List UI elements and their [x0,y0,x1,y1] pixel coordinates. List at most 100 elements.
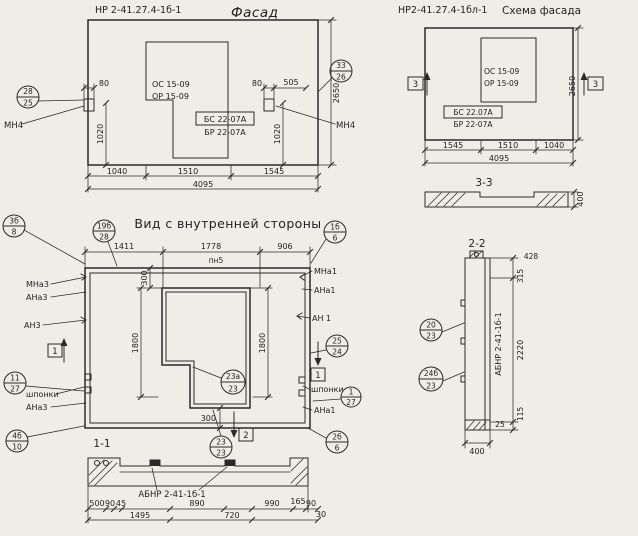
callout-bottom: 27 [10,385,20,394]
dim-165: 165 [290,497,305,506]
hatching [466,250,487,431]
dim-1020-right: 1020 [273,124,282,144]
dim-505: 505 [283,78,298,87]
dim-1800-right: 1800 [258,333,267,353]
section-2-2-dim-ticks [461,254,517,447]
facade-title: Фасад [231,5,278,21]
section-1-1-drawing: 1-1 АБНР 2-41-1б-1 500 90 45 890 990 165… [84,438,326,524]
inner-view-title: Вид с внутренней стороны [134,216,321,231]
arrowhead-down [314,358,322,366]
facade-callout-right: 33 26 [329,59,353,83]
keys-label-left: шпонки [26,390,59,399]
hatching [427,192,566,207]
panel-stamp-vertical: АБНР 2-41-1б-1 [494,312,503,375]
section-mark-3-left: 3 [407,72,431,96]
stamp-leaders [151,466,228,491]
anchor-label-ana3-top: АНа3 [26,293,47,302]
inner-outline [84,267,311,429]
callout-bottom: 24 [332,348,342,357]
inner-dim-ticks [81,248,314,432]
callout-24b-23: 24б 23 [418,366,444,392]
loop-bar-section [474,252,479,257]
section-2-2-drawing: 2-2 АБНР 2-41-1б-1 20 23 24б 23 428 315 [418,238,538,456]
section-2-2-profile [460,250,491,431]
section-mark-3-right: 3 [580,72,604,96]
section-3-3-title: 3-3 [475,177,492,189]
anchor-label-mna3: МНа3 [26,280,49,289]
callout-top: 2б [332,433,342,442]
loop-label-right: МН4 [336,121,355,131]
callout-bottom: 23 [228,385,238,394]
scheme-sill2-label: БР 22-07А [454,120,494,129]
dim-80-right: 80 [252,79,262,88]
dim-400: 400 [469,447,484,456]
callout-3b-8: 3б 8 [2,214,26,238]
callout-bottom: 6 [333,234,338,243]
dim-300-top: 300 [140,270,149,285]
dim-300-bottom: 300 [201,414,216,423]
key-notch [298,376,306,384]
scheme-window-frame-label: ОР 15-09 [484,79,519,88]
section-mark-1-left: 1 [47,338,68,363]
section-1-1-profile [87,457,309,487]
callout-2b-6: 2б 6 [325,430,349,454]
section-1-label: 1 [315,371,320,381]
callout-bottom: 27 [346,398,356,407]
mounting-loop-left [83,98,95,112]
callout-23-23: 23 23 [209,435,233,459]
section-mark-2: 2 [230,411,254,442]
section-3-label: 3 [413,80,418,90]
dim-1040: 1040 [107,167,127,176]
facade-drawing: НР 2-41.27.4-1б-1 Фасад ОС 15-09 ОР 15-0… [4,5,355,193]
section-2-2-dimension-lines [464,257,519,449]
pn5-label: пн5 [209,256,224,265]
anchor-label-mna1: МНа1 [314,267,337,276]
facade-window-sash-label: ОС 15-09 [152,80,190,89]
arrowhead-up [580,72,588,80]
inner-dimension-lines [84,246,311,429]
dim-2220: 2220 [516,340,525,360]
dim-1510: 1510 [178,167,198,176]
arrowhead-up [423,72,431,80]
dim-25: 25 [495,420,505,429]
inner-callouts: 3б 8 19б 28 1б 6 11 27 4б 10 [2,214,362,459]
callout-bottom: 10 [12,443,22,452]
loop-bar-section [94,460,100,466]
callout-bottom: 8 [12,228,17,237]
dim-720: 720 [224,511,239,520]
section-3-label: 3 [593,80,598,90]
callout-top: 1 [349,388,354,397]
dim-1510: 1510 [498,141,518,150]
leader-arrow-tips [80,273,306,324]
facade-sill-label-box [195,111,255,126]
section-2-2-leaders [441,322,465,382]
section-mark-1-right: 1 [310,341,326,382]
rib [225,460,235,466]
callout-20-23: 20 23 [419,318,443,342]
dim-906: 906 [277,242,292,251]
dim-315: 315 [516,269,525,284]
callout-top: 3б [9,217,19,226]
dim-45: 45 [116,499,126,508]
dim-80-left: 80 [99,79,109,88]
callout-bottom: 23 [216,449,226,458]
facade-dim-ticks [80,16,335,193]
callout-4b-10: 4б 10 [5,429,29,453]
callout-23a-23: 23а 23 [220,369,246,395]
scheme-code: НР2-41.27.4-1бл-1 [398,5,487,16]
anchor-label-ana1-top: АНа1 [314,286,335,295]
dim-1020-left: 1020 [96,124,105,144]
section-1-1-dim-ticks [84,505,322,524]
callout-top: 33 [336,61,346,70]
anchor-label-an3: АН3 [24,321,41,330]
dim-4095: 4095 [193,180,213,189]
callout-bottom: 23 [426,382,436,391]
dim-4095: 4095 [489,154,509,163]
scheme-sill-label-box [443,105,503,119]
scheme-dim-ticks [421,24,582,211]
arrowhead-down [230,430,238,438]
facade-dimension-lines [83,19,337,193]
dim-90b: 90 [306,499,316,508]
